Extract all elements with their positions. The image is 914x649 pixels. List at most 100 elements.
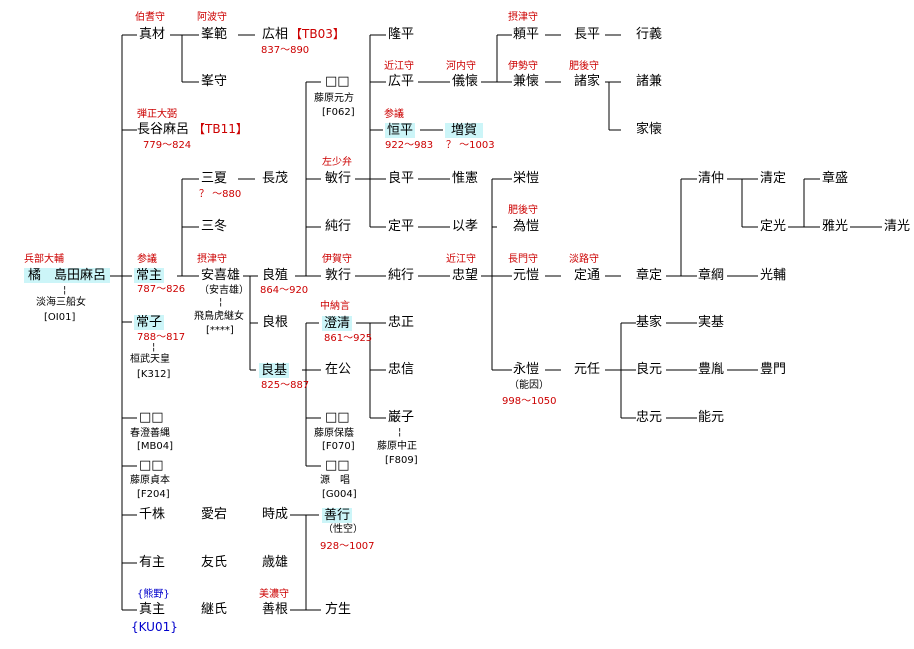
date-yoshiyuki: 928～1007 [320,541,375,552]
code-tb11: 【TB11】 [193,122,248,136]
node-shimada: 島田麻呂 [54,268,107,283]
title-settsu2: 摂津守 [508,12,538,23]
node-hirohira: 広平 [388,74,415,89]
node-mifuyu2: 三冬 [201,219,228,234]
node-tokinari: 時成 [262,507,289,522]
node-iwako: 巌子 [388,410,415,425]
code-ku01: {KU01} [131,620,178,634]
title-higo2: 肥後守 [508,205,538,216]
node-toyokado: 豊門 [760,362,787,377]
note-awaji-sanfune: 淡海三船女 [36,297,86,308]
node-minemori: 峯守 [201,74,228,89]
node-atago: 愛宕 [201,507,228,522]
date-masuga: ？ ～1003 [446,140,495,151]
node-tomouji: 友氏 [201,555,228,570]
title-kumano: {熊野} [137,589,170,600]
node-akimori: 章盛 [822,171,849,186]
node-tachibana-shimada: 橘 島田麻呂 [24,268,111,283]
note-fujiwara-sadami: 藤原貞本 [130,475,170,486]
node-tsunenushi: 常主 [134,268,165,283]
node-b-minamoto-tonau: □□ [325,458,350,473]
tick-yasuo: ¦ [219,297,223,308]
node-sumiyuki2: 純行 [388,268,415,283]
node-yoshihira: 良平 [388,171,415,186]
title-omi2: 近江守 [446,254,476,265]
code-oi01: [OI01] [44,312,76,323]
node-yoshitane: 良殖 [262,268,289,283]
node-kiyonaka: 清仲 [698,171,725,186]
node-sumikiyo: 澄清 [322,316,353,331]
node-b-fujiwara-motokata: □□ [325,74,350,89]
title-sashoben: 左少弁 [322,157,352,168]
code-k312: [K312] [137,369,171,380]
note-asuka-tora: 飛鳥虎継女 [194,311,244,322]
node-tadamochi: 忠望 [452,268,479,283]
title-nagato: 長門守 [508,254,538,265]
node-yorihira: 頼平 [513,27,540,42]
node-nagahira: 長平 [574,27,601,42]
node-yoshimoto2: 良元 [636,362,663,377]
note-yoshiyuki-alt: （性空） [323,524,363,535]
note-nagayasu-alt: （能因） [509,380,549,391]
node-tsunehira: 恒平 [385,123,416,138]
node-gikai: 儀懐 [452,74,479,89]
node-kiyomitsu: 清光 [884,219,911,234]
note-kagawa-yoshinawa: 春澄善縄 [130,428,170,439]
date-tsuneko: 788～817 [137,332,186,343]
node-yoshine2: 善根 [262,602,289,617]
node-masuga: 増賀 [445,123,484,138]
title-awaji: 淡路守 [569,254,599,265]
node-morokane: 諸家 [574,74,601,89]
node-iechika: 家懐 [636,122,663,137]
title-mino: 美濃守 [259,589,289,600]
node-sumiyuki: 純行 [325,219,352,234]
node-atsuyuki: 敦行 [325,268,352,283]
node-tadamoto: 忠元 [636,410,663,425]
node-koreaki: 惟憲 [452,171,479,186]
node-takahira: 隆平 [388,27,415,42]
node-b-fujiwara-sadami: □□ [139,458,164,473]
node-sadamichi: 定通 [574,268,601,283]
date-nagayasu: 998～1050 [502,396,557,407]
node-mochitaka: 以孝 [452,219,479,234]
tick-iwako: ¦ [398,427,402,438]
code-f070: [F070] [322,441,355,452]
code-yasuo: [****] [206,325,234,336]
node-nagashige: 長茂 [262,171,289,186]
node-chishiki: 千株 [139,507,166,522]
node-tsuneko: 常子 [134,315,165,330]
note-yasuo-alt: （安吉雄） [199,285,249,296]
node-eitoku: 栄愷 [513,171,540,186]
node-tadamasa: 忠正 [388,315,415,330]
code-f204: [F204] [137,489,170,500]
node-b-fujiwara-yasunori: □□ [325,410,350,425]
node-akisada: 章定 [636,268,663,283]
node-hiromi: 広相 [262,27,289,42]
node-yoshine: 良根 [262,315,289,330]
node-hosei: 方生 [325,602,352,617]
node-masamitsu: 雅光 [822,219,849,234]
date-tsunehira: 922～983 [385,140,434,151]
node-minenori: 峯範 [201,27,228,42]
note-fujiwara-motokata: 藤原元方 [314,93,354,104]
node-sanemaki: 真材 [139,27,166,42]
node-b-kagawa: □□ [139,410,164,425]
node-tsuguuji: 継氏 [201,602,228,617]
node-yoshiyuki: 善行 [322,508,353,523]
node-sadamitsu: 定光 [760,219,787,234]
node-arikimi: 在公 [325,362,352,377]
root-gap [41,268,54,283]
node-tachibana: 橘 [28,268,42,283]
node-motoie: 基家 [636,315,663,330]
node-morokane2: 諸兼 [636,74,663,89]
title-danjo: 弾正大弼 [137,109,177,120]
code-mb04: [MB04] [137,441,174,452]
node-sadahira: 定平 [388,219,415,234]
title-omi1: 近江守 [384,61,414,72]
date-tsunenushi: 787～826 [137,284,186,295]
node-tadanobu: 忠信 [388,362,415,377]
node-toyotane: 豊胤 [698,362,725,377]
code-g004: [G004] [322,489,357,500]
